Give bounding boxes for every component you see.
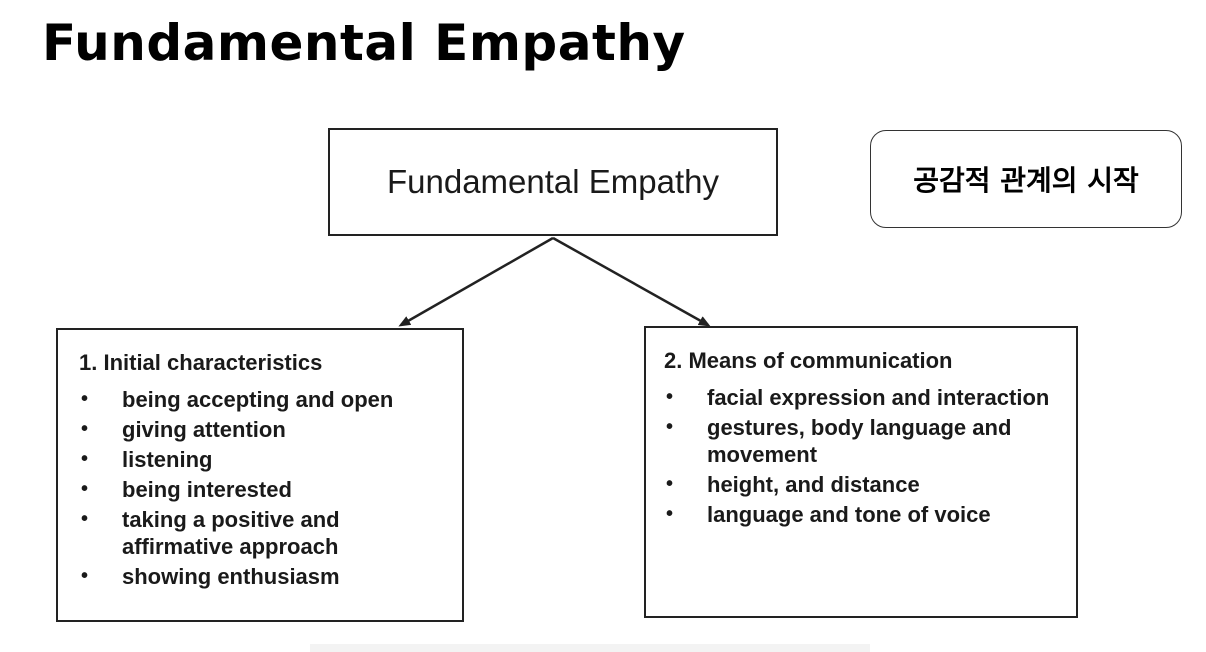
bullet-list: • facial expression and interaction • ge… bbox=[664, 384, 1064, 528]
list-item-text: showing enthusiasm bbox=[122, 564, 340, 589]
bullet-dot-icon: • bbox=[81, 478, 89, 500]
list-item: • giving attention bbox=[79, 416, 450, 443]
bullet-dot-icon: • bbox=[81, 418, 89, 440]
list-item-text: facial expression and interaction bbox=[707, 385, 1050, 410]
bullet-dot-icon: • bbox=[666, 473, 674, 495]
list-item-text: being accepting and open bbox=[122, 387, 394, 412]
list-item: • facial expression and interaction bbox=[664, 384, 1064, 411]
list-item: • being accepting and open bbox=[79, 386, 450, 413]
slide-title: Fundamental Empathy bbox=[42, 14, 686, 72]
korean-badge-label: 공감적 관계의 시작 bbox=[913, 164, 1139, 197]
bullet-dot-icon: • bbox=[81, 388, 89, 410]
korean-badge: 공감적 관계의 시작 bbox=[870, 130, 1182, 228]
list-item: • being interested bbox=[79, 476, 450, 503]
list-item: • gestures, body language and movement bbox=[664, 414, 1064, 468]
list-item-text: giving attention bbox=[122, 417, 286, 442]
branch-means-of-communication: 2. Means of communication • facial expre… bbox=[644, 326, 1078, 618]
bottom-shadow-strip bbox=[310, 644, 870, 652]
list-item: • taking a positive and affirmative appr… bbox=[79, 506, 450, 560]
list-item-text: listening bbox=[122, 447, 213, 472]
list-item-text: taking a positive and affirmative approa… bbox=[122, 507, 340, 559]
connector-to-initial-characteristics bbox=[398, 236, 554, 327]
bullet-dot-icon: • bbox=[666, 503, 674, 525]
root-node: Fundamental Empathy bbox=[328, 128, 778, 236]
list-item: • showing enthusiasm bbox=[79, 563, 450, 590]
bullet-dot-icon: • bbox=[81, 448, 89, 470]
bullet-list: • being accepting and open • giving atte… bbox=[79, 386, 450, 590]
list-item-text: being interested bbox=[122, 477, 292, 502]
list-item-text: height, and distance bbox=[707, 472, 920, 497]
branch-heading: 2. Means of communication bbox=[664, 348, 953, 373]
connector-to-means-of-communication bbox=[552, 236, 711, 327]
branch-initial-characteristics: 1. Initial characteristics • being accep… bbox=[56, 328, 464, 622]
bullet-dot-icon: • bbox=[81, 508, 89, 530]
list-item-text: gestures, body language and movement bbox=[707, 415, 1012, 467]
root-node-label: Fundamental Empathy bbox=[386, 163, 719, 200]
bullet-dot-icon: • bbox=[81, 565, 89, 587]
list-item: • listening bbox=[79, 446, 450, 473]
bullet-dot-icon: • bbox=[666, 386, 674, 408]
list-item-text: language and tone of voice bbox=[707, 502, 991, 527]
branch-heading: 1. Initial characteristics bbox=[79, 350, 323, 375]
bullet-dot-icon: • bbox=[666, 416, 674, 438]
list-item: • language and tone of voice bbox=[664, 501, 1064, 528]
list-item: • height, and distance bbox=[664, 471, 1064, 498]
